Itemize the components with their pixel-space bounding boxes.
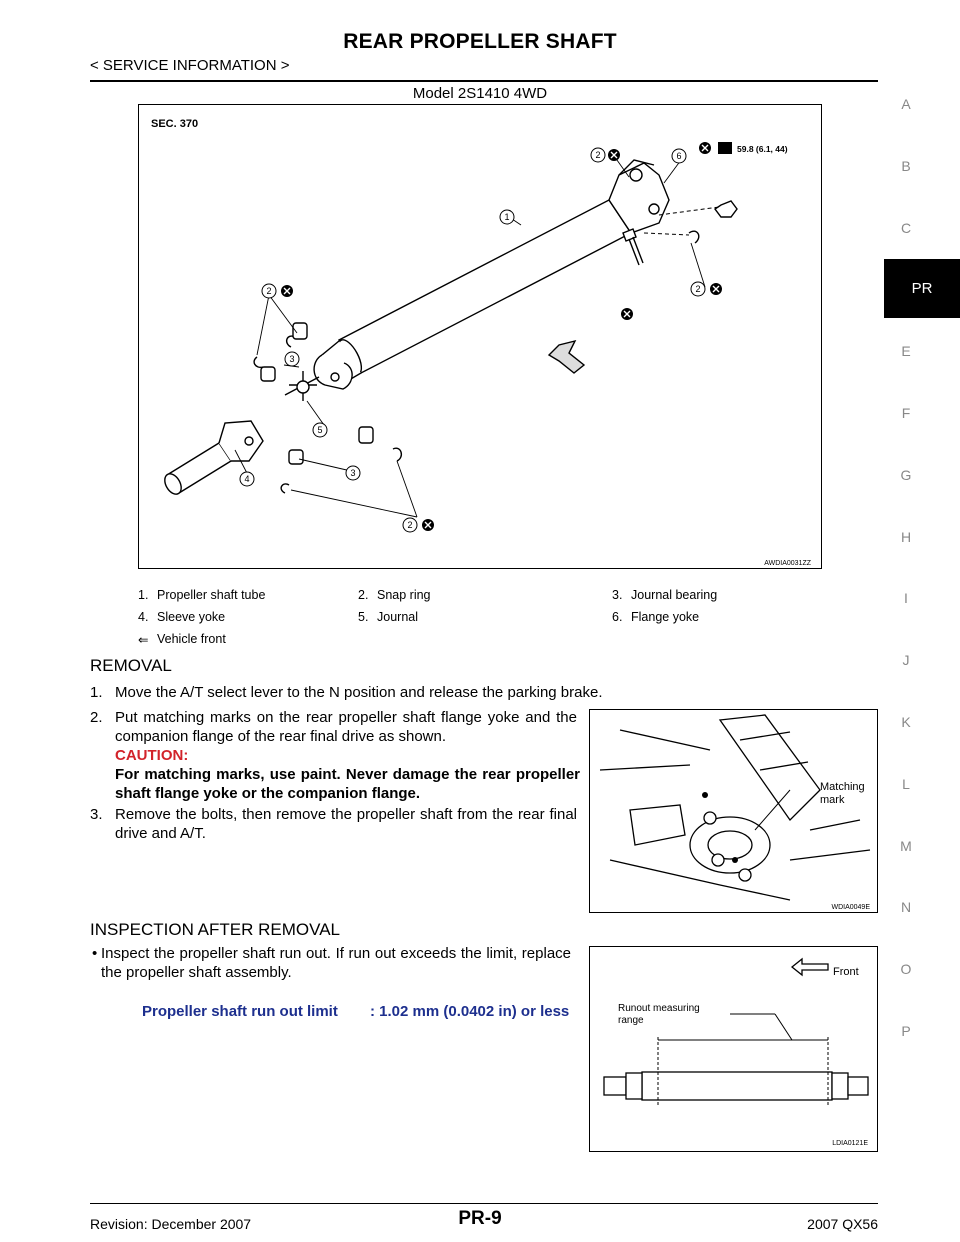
- legend-label: Vehicle front: [157, 632, 226, 646]
- caution-text: For matching marks, use paint. Never dam…: [115, 766, 580, 802]
- removal-heading: REMOVAL: [90, 656, 172, 675]
- side-index-h[interactable]: H: [900, 528, 912, 545]
- legend-label: Snap ring: [377, 588, 431, 602]
- figure1-id: AWDIA0031ZZ: [764, 560, 812, 567]
- model-heading: Model 2S1410 4WD: [412, 85, 548, 102]
- legend-label: Sleeve yoke: [157, 610, 226, 624]
- callout-6: 6: [676, 151, 681, 161]
- spec-value: : 1.02 mm (0.0402 in) or less: [370, 1003, 570, 1020]
- legend-number: 3.: [612, 588, 623, 602]
- legend-label: Propeller shaft tube: [157, 588, 266, 602]
- callout-3a: 3: [289, 354, 294, 364]
- side-index-o[interactable]: O: [900, 961, 912, 978]
- spec-label: Propeller shaft run out limit: [142, 1003, 338, 1020]
- exploded-view-drawing: SEC. 370: [151, 118, 812, 567]
- callout-4: 4: [244, 474, 249, 484]
- side-index-c[interactable]: C: [900, 219, 912, 236]
- step-number: 3.: [90, 806, 103, 823]
- inspection-heading: INSPECTION AFTER REMOVAL: [90, 920, 341, 939]
- torque-value: 59.8 (6.1, 44): [737, 144, 788, 154]
- footer-page-number: PR-9: [458, 1208, 502, 1229]
- header-rule: [90, 80, 878, 82]
- footer-model: 2007 QX56: [807, 1216, 878, 1232]
- exploded-view-figure: SEC. 370: [138, 104, 822, 569]
- range-label-2: range: [618, 1015, 644, 1026]
- front-label: Front: [833, 966, 859, 978]
- footer-revision: Revision: December 2007: [90, 1216, 252, 1232]
- bullet-mark: •: [92, 945, 98, 962]
- legend-number: 6.: [612, 610, 623, 624]
- runout-figure: Front Runout measuring range LDIA0121E: [589, 946, 878, 1152]
- footer-rule: [90, 1203, 878, 1204]
- callout-2c: 2: [695, 284, 700, 294]
- matching-label-1: Matching: [820, 781, 865, 793]
- callout-3b: 3: [350, 468, 355, 478]
- inspection-text: Inspect the propeller shaft run out. If …: [101, 945, 571, 981]
- removal-step-3: 3. Remove the bolts, then remove the pro…: [90, 805, 580, 845]
- side-index-g[interactable]: G: [900, 466, 912, 483]
- legend-label: Journal: [377, 610, 418, 624]
- side-index-e[interactable]: E: [901, 343, 911, 360]
- inspection-bullet: • Inspect the propeller shaft run out. I…: [90, 944, 580, 982]
- side-index-i[interactable]: I: [904, 590, 908, 607]
- figure3-id: LDIA0121E: [832, 1140, 868, 1147]
- side-index-f[interactable]: F: [901, 405, 911, 421]
- side-index-k[interactable]: K: [901, 714, 911, 730]
- side-index-l[interactable]: L: [902, 775, 910, 792]
- legend-number: 5.: [358, 610, 369, 624]
- removal-step-2: 2. Put matching marks on the rear propel…: [90, 708, 580, 745]
- step-text: Put matching marks on the rear propeller…: [115, 709, 577, 745]
- runout-drawing: Front Runout measuring range LDIA0121E: [603, 957, 869, 1147]
- matching-label-2: mark: [820, 794, 845, 806]
- removal-step-1: 1. Move the A/T select lever to the N po…: [90, 683, 878, 703]
- side-index-j[interactable]: J: [902, 652, 910, 669]
- step-number: 1.: [90, 684, 103, 701]
- arrow-front-icon: [790, 957, 829, 977]
- side-index-a[interactable]: A: [901, 96, 911, 112]
- legend-number: 4.: [138, 610, 149, 624]
- step-number: 2.: [90, 709, 103, 726]
- legend-number: 1.: [138, 588, 149, 602]
- callout-2a: 2: [595, 150, 600, 160]
- caution-heading: CAUTION:: [115, 747, 189, 764]
- side-index-n[interactable]: N: [900, 899, 912, 916]
- step-text: Remove the bolts, then remove the propel…: [115, 806, 577, 842]
- callout-2d: 2: [407, 520, 412, 530]
- figure2-id: WDIA0049E: [831, 904, 870, 911]
- matching-mark-figure: Matching mark WDIA0049E: [589, 709, 878, 913]
- callout-1: 1: [504, 212, 509, 222]
- side-index-pr[interactable]: PR: [884, 259, 960, 319]
- step-text: Move the A/T select lever to the N posit…: [115, 684, 603, 701]
- callout-5: 5: [317, 425, 322, 435]
- range-label-1: Runout measuring: [618, 1003, 700, 1014]
- callout-2b: 2: [266, 286, 271, 296]
- page-title: REAR PROPELLER SHAFT: [343, 30, 617, 53]
- side-index-m[interactable]: M: [900, 837, 912, 854]
- matching-mark-drawing: Matching mark WDIA0049E: [599, 714, 870, 911]
- side-index-b[interactable]: B: [901, 157, 911, 174]
- torque-wrench-icon: [718, 142, 732, 154]
- legend-label: Flange yoke: [631, 610, 700, 624]
- sec-label: SEC. 370: [151, 118, 198, 130]
- side-index-p[interactable]: P: [901, 1023, 911, 1039]
- section-subtitle: < SERVICE INFORMATION >: [90, 57, 290, 74]
- legend-number: 2.: [358, 588, 369, 602]
- legend-label: Journal bearing: [631, 588, 718, 602]
- legend-number: ⇐: [138, 633, 149, 647]
